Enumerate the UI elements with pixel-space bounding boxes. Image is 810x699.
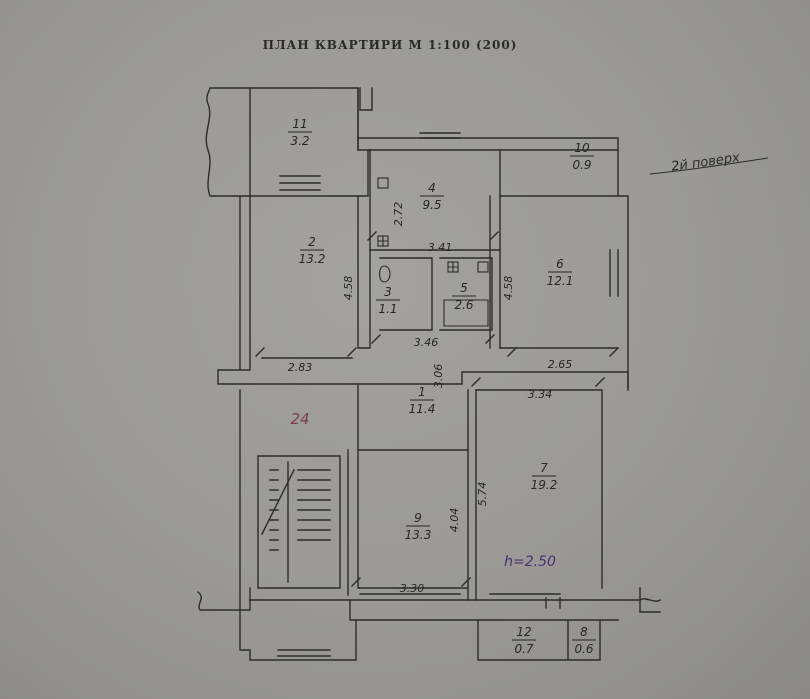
room-number: 5 xyxy=(460,281,468,295)
dim-corridor-width: 3.46 xyxy=(414,336,439,349)
dim-room9-depth: 4.04 xyxy=(448,508,461,533)
room-label-11: 113.2 xyxy=(288,117,312,148)
dim-room7-depth: 5.74 xyxy=(476,482,489,507)
room-label-1: 111.4 xyxy=(409,385,436,416)
dim-kitchen-depth: 2.72 xyxy=(392,202,405,227)
room-number: 8 xyxy=(580,625,588,639)
room-area: 0.7 xyxy=(514,642,533,656)
room-area: 0.6 xyxy=(574,642,593,656)
room-area: 13.2 xyxy=(299,252,326,266)
room-number: 10 xyxy=(574,141,590,155)
room-label-2: 213.2 xyxy=(299,235,326,266)
floor-note: 2й поверх xyxy=(670,150,741,174)
room-area: 1.1 xyxy=(378,302,397,316)
dim-kitchen-width: 3.41 xyxy=(428,241,453,254)
room-area: 0.9 xyxy=(572,158,591,172)
room-label-10: 100.9 xyxy=(570,141,594,172)
toilet-icon xyxy=(378,265,391,283)
room-label-5: 52.6 xyxy=(452,281,476,312)
note-underline xyxy=(649,157,769,175)
flat-number-mark: 24 xyxy=(290,410,309,428)
room-area: 9.5 xyxy=(422,198,441,212)
dim-corridor-depth: 3.06 xyxy=(432,364,445,389)
room-label-8: 80.6 xyxy=(572,625,596,656)
floor-height-mark: h=2.50 xyxy=(504,554,556,570)
dim-room2-depth: 4.58 xyxy=(342,276,355,301)
plan-title: ПЛАН КВАРТИРИ М 1:100 (200) xyxy=(262,38,518,52)
room-area: 13.3 xyxy=(405,528,432,542)
room-area: 11.4 xyxy=(409,402,436,416)
room-number: 2 xyxy=(308,235,316,249)
room-number: 11 xyxy=(292,117,307,131)
balcony-outline xyxy=(205,87,251,197)
dim-room2-width: 2.83 xyxy=(288,361,313,374)
room-label-4: 49.5 xyxy=(420,181,444,212)
room-label-3: 31.1 xyxy=(376,285,400,316)
room-area: 3.2 xyxy=(290,134,309,148)
room-area: 19.2 xyxy=(531,478,558,492)
room-number: 1 xyxy=(418,385,426,399)
room-area: 2.6 xyxy=(454,298,473,312)
room-number: 9 xyxy=(414,511,422,525)
room-number: 4 xyxy=(428,181,436,195)
room-number: 6 xyxy=(556,257,564,271)
bathtub-tap-icon xyxy=(477,261,489,273)
room-label-6: 612.1 xyxy=(547,257,574,288)
dim-room6-depth: 4.58 xyxy=(502,276,515,301)
dim-room6-width: 2.65 xyxy=(548,358,573,371)
dim-room7-width: 3.34 xyxy=(528,388,553,401)
dim-room9-width: 3.30 xyxy=(400,582,425,595)
room-number: 12 xyxy=(516,625,531,639)
room-area: 12.1 xyxy=(547,274,574,288)
room-number: 7 xyxy=(540,461,548,475)
room-label-7: 719.2 xyxy=(531,461,558,492)
room-label-9: 913.3 xyxy=(405,511,432,542)
room-number: 3 xyxy=(384,285,392,299)
stove-icon xyxy=(377,177,389,189)
bathtub-icon xyxy=(443,299,489,327)
room-label-12: 120.7 xyxy=(512,625,536,656)
